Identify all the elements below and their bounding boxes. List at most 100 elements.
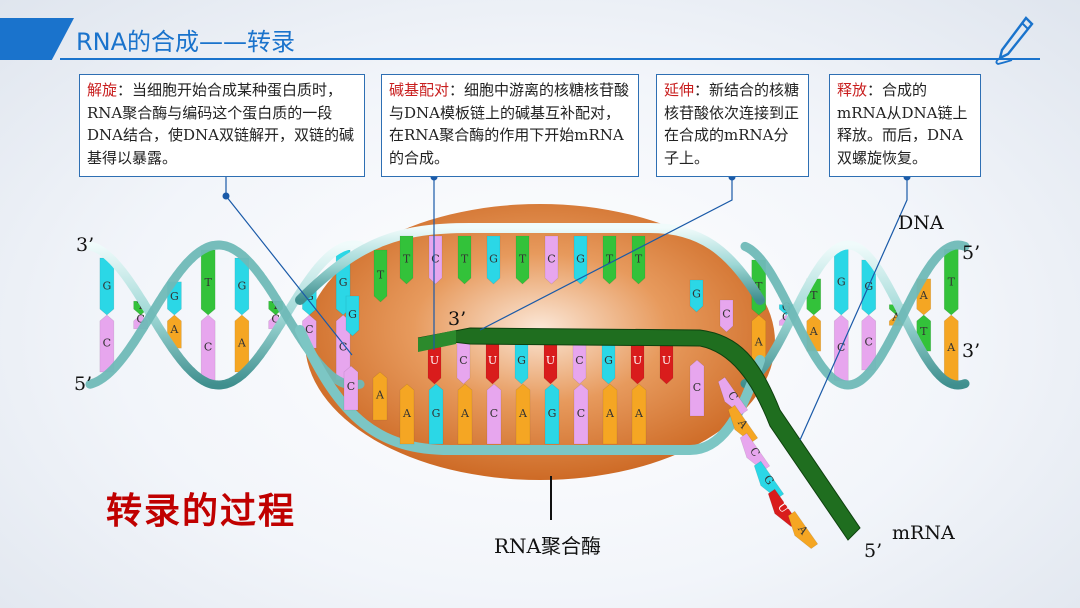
left-helix-bottom-nt-0: C [99, 314, 115, 373]
left-helix-top-nt-4: G [234, 257, 250, 316]
coding-nt-6-bar [573, 235, 588, 285]
right-top-end-label: 5’ [962, 242, 981, 264]
left-helix-top-nt-3: T [200, 249, 216, 316]
right-bottom-end-label: 3’ [962, 340, 981, 362]
coding-nt-0: T [399, 235, 414, 285]
mrna-nt-2-letter: U [488, 354, 497, 367]
coding-nt-edge-3-letter: C [722, 308, 730, 321]
right-helix-top-nt-0-letter: T [755, 280, 763, 293]
right-helix-bottom-nt-7-letter: A [946, 341, 956, 354]
template-nt-edge-2: C [689, 359, 705, 417]
template-nt-edge-1: A [372, 371, 388, 421]
callout-dot-0 [222, 192, 230, 200]
coding-nt-4-letter: T [519, 252, 527, 265]
process-title: 转录的过程 [106, 490, 297, 532]
base-pairing-box: 碱基配对：细胞中游离的核糖核苷酸与DNA模板链上的碱基互补配对，在RNA聚合酶的… [381, 74, 639, 177]
template-nt-edge-1-bar [372, 371, 388, 421]
right-helix-bottom-nt-6-letter: T [920, 325, 928, 338]
left-helix-top-nt-4-letter: G [237, 279, 246, 292]
mrna-nt-2: U [485, 339, 500, 385]
mrna-nt-1-letter: C [459, 354, 467, 367]
mrna-nt-8: U [659, 339, 674, 385]
template-nt-6-bar [573, 383, 589, 445]
coding-nt-edge-0-bar [345, 295, 360, 337]
template-nt-2-letter: A [460, 407, 470, 420]
coding-nt-7-letter: T [606, 252, 614, 265]
coding-nt-8-letter: T [635, 252, 643, 265]
left-helix-bottom-nt-7-letter: C [339, 341, 347, 354]
rna-polymerase-label: RNA聚合酶 [494, 534, 602, 558]
template-nt-6-letter: C [577, 407, 585, 420]
template-nt-3-letter: C [490, 407, 498, 420]
mrna-nt-5-letter: C [575, 354, 583, 367]
release-heading: 释放 [837, 81, 868, 99]
coding-nt-3-bar [486, 235, 501, 285]
left-helix-top-nt-3-letter: T [204, 276, 212, 289]
left-helix-bottom-nt-3-bar [200, 314, 216, 381]
coding-nt-edge-2-bar [689, 279, 704, 313]
mrna-tail-nt-5-shape-bar [787, 510, 819, 549]
right-helix-top-nt-3-letter: G [837, 275, 846, 288]
template-nt-3: C [486, 383, 502, 445]
coding-nt-0-letter: T [403, 252, 411, 265]
right-helix-bottom-nt-5-letter: A [891, 311, 901, 324]
mrna-nt-4: U [543, 339, 558, 385]
template-nt-5-bar [544, 383, 560, 445]
release-box: 释放：合成的mRNA从DNA链上释放。而后，DNA双螺旋恢复。 [829, 74, 981, 177]
coding-nt-edge-0-letter: G [348, 308, 357, 321]
coding-nt-2-letter: T [461, 252, 469, 265]
mrna-tail-nt-2-shape: C [739, 432, 771, 471]
coding-nt-6-letter: G [576, 252, 585, 265]
unwinding-heading: 解旋 [87, 81, 118, 99]
template-nt-1: G [428, 383, 444, 445]
header-rule [60, 58, 1040, 60]
left-top-end-label: 3’ [76, 234, 95, 256]
left-helix-bottom-nt-0-letter: C [103, 336, 111, 349]
right-helix-top-nt-7-letter: T [948, 275, 956, 288]
left-helix-bottom-nt-2-letter: A [169, 323, 179, 336]
template-nt-edge-0: C [343, 365, 359, 411]
mrna-nt-3-letter: G [517, 354, 526, 367]
template-nt-4-letter: A [518, 407, 528, 420]
template-nt-0: A [399, 383, 415, 445]
coding-nt-4-bar [515, 235, 530, 285]
left-helix-top-nt-0-letter: G [102, 279, 111, 292]
mrna-nt-3: G [514, 339, 529, 385]
template-nt-5: G [544, 383, 560, 445]
mrna-nt-4-letter: U [546, 354, 555, 367]
left-helix-backbone-a [85, 240, 365, 390]
template-nt-edge-2-letter: C [693, 381, 701, 394]
coding-nt-edge-2-letter: G [692, 288, 701, 301]
coding-nt-edge-3-bar [719, 299, 734, 333]
template-nt-7-letter: A [605, 407, 615, 420]
coding-nt-8-bar [631, 235, 646, 285]
mrna-tail-nt-3-shape-bar [753, 460, 785, 499]
coding-nt-8: T [631, 235, 646, 285]
unwinding-box: 解旋：当细胞开始合成某种蛋白质时，RNA聚合酶与编码这个蛋白质的一段DNA结合，… [79, 74, 365, 177]
mrna-ribbon [417, 327, 861, 541]
coding-nt-5-bar [544, 235, 559, 285]
coding-nt-2-bar [457, 235, 472, 285]
coding-nt-1: C [428, 235, 443, 285]
dna-label: DNA [898, 212, 944, 234]
left-helix-bottom-nt-3: C [200, 314, 216, 381]
template-nt-4-bar [515, 383, 531, 445]
coding-nt-0-bar [399, 235, 414, 285]
right-helix-top-nt-2-letter: T [810, 289, 818, 302]
template-nt-8-letter: A [634, 407, 644, 420]
template-nt-6: C [573, 383, 589, 445]
callout-line-3 [799, 177, 908, 441]
mrna-nt-6-letter: G [604, 354, 613, 367]
mrna-nt-7-letter: U [633, 354, 642, 367]
coding-nt-7: T [602, 235, 617, 285]
mrna-label: mRNA [892, 522, 955, 544]
coding-nt-6: G [573, 235, 588, 285]
right-helix-bottom-nt-4-bar [861, 314, 877, 371]
template-nt-8: A [631, 383, 647, 445]
mrna-nt-5: C [572, 339, 587, 385]
left-bottom-end-label: 5’ [74, 373, 93, 395]
left-helix-top-nt-2-letter: G [170, 290, 179, 303]
coding-nt-edge-1-bar [373, 249, 388, 303]
right-helix-top-nt-7: T [943, 248, 959, 316]
